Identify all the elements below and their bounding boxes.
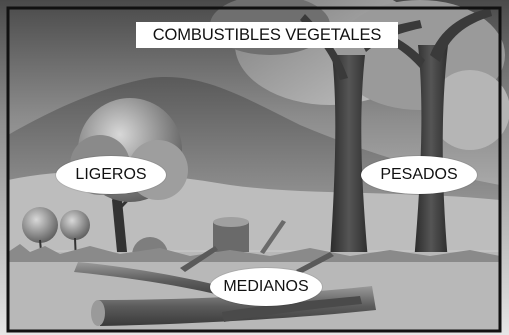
heavy-fuel-label: PESADOS: [361, 156, 477, 194]
stump: [213, 217, 249, 256]
diagram-title: COMBUSTIBLES VEGETALES: [136, 22, 398, 48]
heavy-tree-trunks: [300, 8, 492, 262]
image-frame: [6, 6, 502, 333]
fallen-branches: [74, 220, 334, 300]
ground-grass: [8, 244, 500, 262]
medium-fuel-label: MEDIANOS: [210, 268, 322, 306]
light-fuel-label: LIGEROS: [56, 156, 166, 194]
